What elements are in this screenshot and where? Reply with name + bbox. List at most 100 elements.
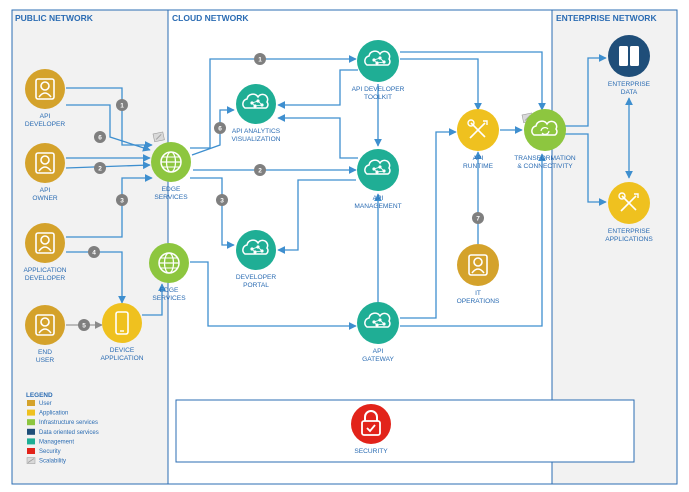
svg-text:1: 1 xyxy=(258,57,262,64)
node-label: MANAGEMENT xyxy=(354,203,401,210)
edge-gateway-transformation xyxy=(400,153,546,327)
legend-item-data-oriented-services: Data oriented services xyxy=(27,428,99,436)
node-label: IT xyxy=(475,290,481,297)
node-label: SERVICES xyxy=(152,295,186,302)
user-icon xyxy=(35,152,55,174)
cloud-network-icon xyxy=(242,93,269,109)
edge-app-developer-device-app xyxy=(66,251,126,304)
node-transformation: TRANSFORMATION& CONNECTIVITY xyxy=(514,109,576,170)
node-label: OWNER xyxy=(32,195,58,202)
node-circle xyxy=(25,305,65,345)
node-label: API xyxy=(373,195,384,202)
user-icon xyxy=(35,232,55,254)
node-label: API xyxy=(373,348,384,355)
node-label: PORTAL xyxy=(243,282,269,289)
node-circle xyxy=(236,230,276,270)
svg-text:5: 5 xyxy=(82,323,86,330)
node-label: TRANSFORMATION xyxy=(514,155,576,162)
node-label: OPERATIONS xyxy=(457,298,500,305)
edge-management-analytics xyxy=(277,114,358,159)
globe-icon xyxy=(158,252,180,274)
node-circle xyxy=(25,69,65,109)
edge-edge-services-portal xyxy=(190,177,235,249)
legend-label: Scalability xyxy=(39,459,66,465)
mobile-device-icon xyxy=(115,311,129,335)
node-label: ENTERPRISE xyxy=(608,228,651,235)
node-circle xyxy=(357,40,399,82)
edge-toolkit-transformation xyxy=(400,51,546,111)
step-badge: 2 xyxy=(94,162,106,174)
user-icon xyxy=(468,254,488,276)
svg-text:2: 2 xyxy=(98,166,102,173)
step-badge: 1 xyxy=(254,53,266,65)
node-label: APPLICATIONS xyxy=(605,236,653,243)
node-label: API DEVELOPER xyxy=(352,86,405,93)
edge-gateway-runtime xyxy=(400,128,457,319)
edge-transformation-data xyxy=(565,54,607,127)
edge-edge-services-2-gateway xyxy=(190,261,357,330)
node-label: DEVELOPER xyxy=(25,275,66,282)
node-label: ENTERPRISE xyxy=(608,81,651,88)
edge-toolkit-runtime xyxy=(400,58,482,111)
legend-label: Management xyxy=(39,439,74,445)
node-circle xyxy=(357,149,399,191)
svg-text:7: 7 xyxy=(476,216,480,223)
connections xyxy=(65,51,633,330)
step-badges: 1 1 2 2 3 3 4 5 6 6 7 xyxy=(78,53,484,331)
user-icon xyxy=(35,78,55,100)
step-badge: 4 xyxy=(88,246,100,258)
tools-icon xyxy=(618,192,639,212)
node-label: SERVICES xyxy=(154,194,188,201)
scalability-icon xyxy=(152,131,165,143)
step-badge: 1 xyxy=(116,99,128,111)
node-security: SECURITY xyxy=(351,404,391,455)
step-badge: 6 xyxy=(94,131,106,143)
legend-label: Security xyxy=(39,449,61,455)
svg-text:1: 1 xyxy=(120,103,124,110)
node-label: API xyxy=(40,187,51,194)
node-label: TOOLKIT xyxy=(364,94,392,101)
node-label: API ANALYTICS xyxy=(232,128,281,135)
legend-label: User xyxy=(39,401,52,407)
svg-text:3: 3 xyxy=(220,198,224,205)
security-region xyxy=(175,399,635,463)
legend-swatch xyxy=(27,419,35,426)
legend-label: Infrastructure services xyxy=(39,420,98,426)
svg-text:3: 3 xyxy=(120,198,124,205)
legend-swatch xyxy=(27,438,35,445)
edge-device-app-edge-services-2 xyxy=(142,283,166,316)
node-circle xyxy=(457,244,499,286)
node-circle xyxy=(25,223,65,263)
legend-label: Application xyxy=(39,411,68,417)
edge-management-portal xyxy=(277,179,356,254)
edge-api-developer-edge-services xyxy=(66,87,153,149)
step-badge: 3 xyxy=(116,194,128,206)
cloud-network-icon xyxy=(364,50,391,66)
legend-label: Data oriented services xyxy=(39,430,99,436)
step-badge: 5 xyxy=(78,319,90,331)
node-label: VISUALIZATION xyxy=(232,136,281,143)
step-badge: 6 xyxy=(214,122,226,134)
node-circle xyxy=(357,302,399,344)
svg-text:6: 6 xyxy=(98,135,102,142)
legend-item-scalability: Scalability xyxy=(26,457,66,465)
step-badge: 7 xyxy=(472,212,484,224)
node-label: & CONNECTIVITY xyxy=(517,163,573,170)
node-label: APPLICATION xyxy=(23,267,66,274)
edge-api-owner-edge-services-b xyxy=(65,161,151,170)
